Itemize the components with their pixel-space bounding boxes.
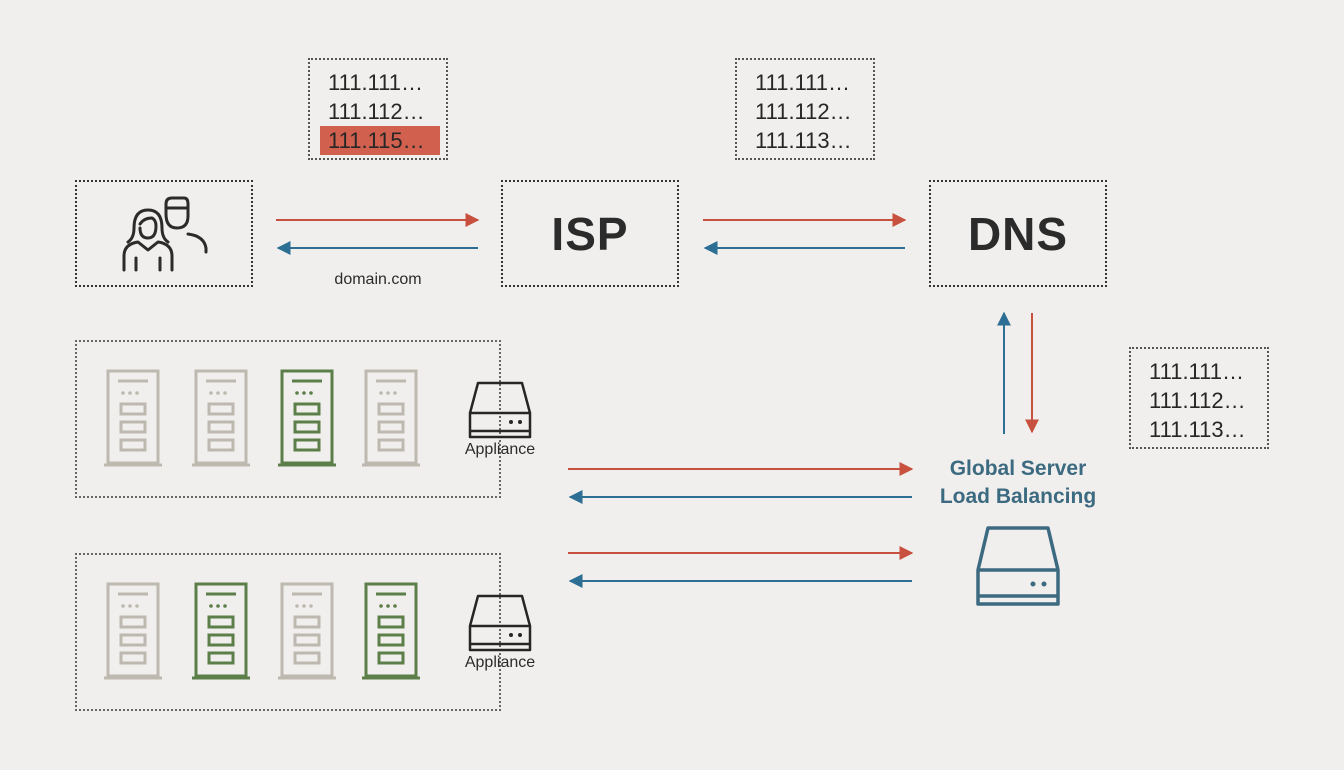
ip-entry: 111.113… [755,128,852,153]
inactive-server-icon [104,582,162,680]
appliance-label: Appliance [464,654,536,671]
active-server-icon [278,369,336,467]
appliance-label: Appliance [464,441,536,458]
gslb-device-icon [976,526,1060,606]
ip-entry: 111.111… [1149,359,1244,384]
active-server-icon [362,582,420,680]
active-server-icon [192,582,250,680]
ip-entry: 111.113… [1149,417,1246,442]
server-group-1 [75,340,501,498]
dns-records-ip-list: 111.111… 111.112… 111.113… [735,58,875,160]
gslb-label-line1: Global Server [949,457,1087,480]
appliance-icon [468,381,532,439]
users-node [75,180,253,287]
domain-request-label: domain.com [334,271,422,288]
ip-entry: 111.111… [328,70,423,95]
gslb-records-ip-list: 111.111… 111.112… 111.113… [1129,347,1269,449]
inactive-server-icon [362,369,420,467]
appliance-icon [468,594,532,652]
gslb-label: Global Server Load Balancing [940,455,1096,511]
inactive-server-icon [192,369,250,467]
inactive-server-icon [278,582,336,680]
isp-label: ISP [551,207,629,260]
ip-entry: 111.111… [755,70,850,95]
users-icon [122,196,208,271]
isp-node: ISP [501,180,679,287]
gslb-label-line2: Load Balancing [939,485,1097,508]
ip-entry-highlighted: 111.115… [320,126,440,155]
ip-entry: 111.112… [755,99,852,124]
server-group-2 [75,553,501,711]
isp-cache-ip-list: 111.111… 111.112… 111.115… [308,58,448,160]
dns-node: DNS [929,180,1107,287]
inactive-server-icon [104,369,162,467]
ip-entry: 111.112… [328,99,425,124]
dns-label: DNS [967,207,1069,260]
ip-entry: 111.112… [1149,388,1246,413]
